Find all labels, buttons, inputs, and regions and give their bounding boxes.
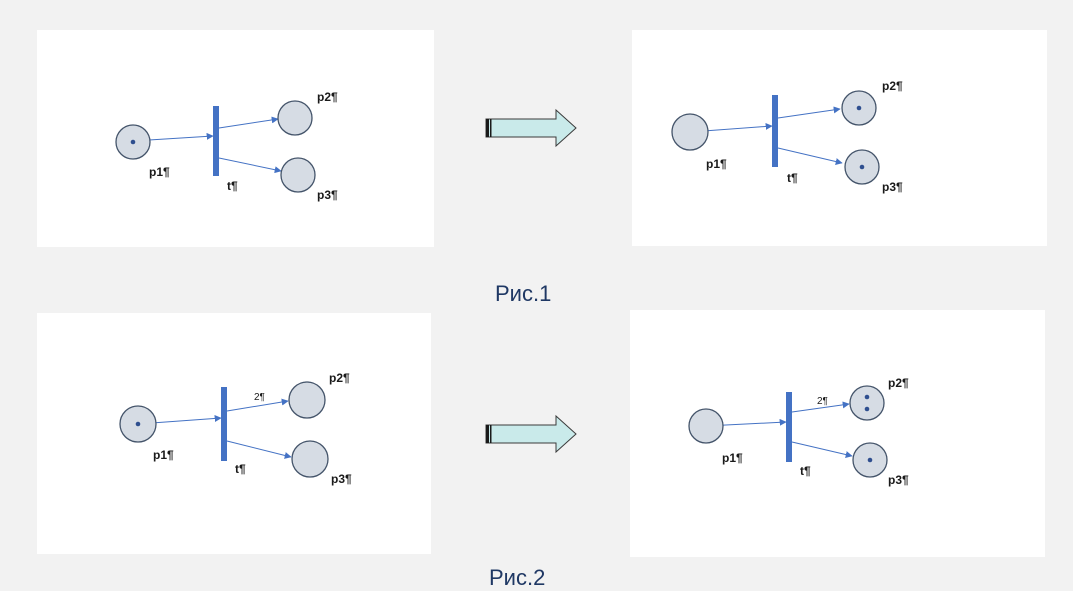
arc-t-p2 (226, 398, 289, 412)
token-p2-1 (864, 394, 870, 400)
label-p1: p1¶ (153, 448, 174, 462)
token-p1-1 (135, 421, 141, 427)
caption-fig2: Рис.2 (489, 565, 546, 590)
arc-t-p2 (777, 106, 841, 119)
fig1-after-net: p1¶ p2¶ p3¶ t¶ (671, 79, 903, 194)
label-p2: p2¶ (329, 371, 350, 385)
transition-arrow-1 (484, 108, 580, 148)
arc-weight-label: 2¶ (817, 396, 828, 407)
token-p2-2 (864, 406, 870, 412)
fig2-after-net: 2¶ p1¶ p2¶ p3¶ t¶ (688, 376, 909, 487)
arc-t-p2 (791, 401, 850, 413)
label-t: t¶ (235, 462, 246, 476)
fig2-before-net: 2¶ p1¶ p2¶ p3¶ t¶ (119, 371, 352, 486)
place-p3 (291, 440, 329, 478)
label-p1: p1¶ (722, 451, 743, 465)
place-p2 (849, 385, 885, 421)
arc-t-p3 (218, 157, 282, 174)
place-p1 (671, 113, 709, 151)
place-p2 (288, 381, 326, 419)
label-p2: p2¶ (882, 79, 903, 93)
label-p3: p3¶ (888, 473, 909, 487)
fig2-before-panel: 2¶ p1¶ p2¶ p3¶ t¶ (37, 313, 431, 554)
label-p3: p3¶ (331, 472, 352, 486)
transition-t (213, 106, 219, 176)
label-t: t¶ (787, 171, 798, 185)
token-p3-1 (867, 457, 873, 463)
block-arrow-icon (485, 108, 577, 148)
token-p2-1 (856, 105, 862, 111)
transition-arrow-2 (484, 414, 580, 454)
fig1-after-panel: p1¶ p2¶ p3¶ t¶ (632, 30, 1047, 246)
arc-weight-label: 2¶ (254, 392, 265, 403)
arc-t-p2 (218, 116, 279, 129)
place-p3 (280, 157, 316, 193)
transition-t (772, 95, 778, 167)
token-p1-1 (130, 139, 136, 145)
block-arrow-icon (485, 414, 577, 454)
label-p2: p2¶ (317, 90, 338, 104)
transition-t (786, 392, 792, 462)
place-p2 (277, 100, 313, 136)
label-p3: p3¶ (317, 188, 338, 202)
arc-t-p3 (226, 440, 292, 459)
arc-t-p3 (777, 147, 843, 165)
label-p3: p3¶ (882, 180, 903, 194)
place-p1 (688, 408, 724, 444)
caption-fig1: Рис.1 (495, 281, 552, 306)
token-p3-1 (859, 164, 865, 170)
label-p2: p2¶ (888, 376, 909, 390)
fig2-after-panel: 2¶ p1¶ p2¶ p3¶ t¶ (630, 310, 1045, 557)
fig1-before-panel: p1¶ p2¶ p3¶ t¶ (37, 30, 434, 247)
arc-t-p3 (791, 441, 853, 458)
fig1-before-net: p1¶ p2¶ p3¶ t¶ (115, 90, 338, 202)
label-p1: p1¶ (706, 157, 727, 171)
label-t: t¶ (227, 179, 238, 193)
label-p1: p1¶ (149, 165, 170, 179)
transition-t (221, 387, 227, 461)
label-t: t¶ (800, 464, 811, 478)
